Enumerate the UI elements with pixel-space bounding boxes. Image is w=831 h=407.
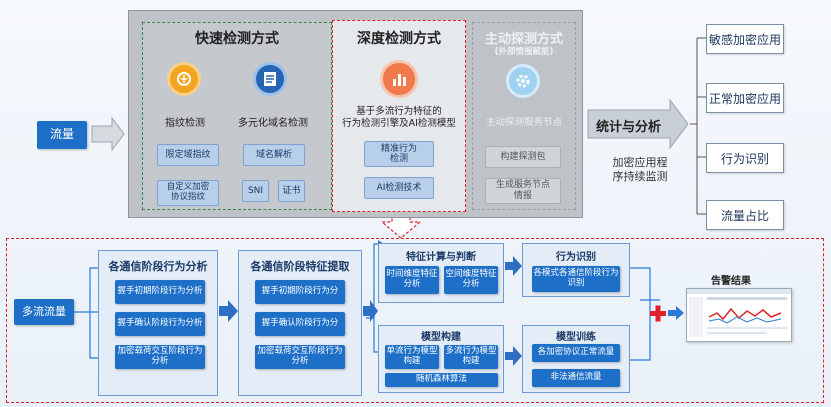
- domain-fingerprint-button: 限定域指纹: [157, 144, 219, 166]
- stage2-title: 各通信阶段特征提取: [250, 260, 350, 273]
- model-build-item: 多流行为模型构建: [444, 345, 498, 369]
- model-build-title: 模型构建: [421, 332, 461, 343]
- stage1-item: 握手初期阶段行为分析: [115, 280, 205, 304]
- fingerprint-icon: [167, 62, 201, 96]
- deep-description: 基于多流行为特征的 行为检测引擎及AI检测模型: [342, 106, 456, 130]
- multi-stream-label: 多流流量: [22, 304, 66, 318]
- probe-build-button: 构建探测包: [485, 146, 561, 168]
- alarm-result-label: 告警结果: [711, 276, 751, 287]
- fast-method-title: 快速检测方式: [195, 31, 279, 47]
- stage-arrow: [219, 300, 238, 322]
- node-intel-button: 生成服务节点 情报: [485, 178, 561, 204]
- input-traffic-box: 流量: [37, 121, 87, 149]
- domain-parse-button: 域名解析: [243, 144, 305, 166]
- result-behavior: 行为识别: [706, 143, 784, 173]
- active-caption: 主动探测服务节点: [485, 117, 562, 128]
- feature-item: 时间维度特征分析: [385, 266, 439, 294]
- ai-detect-button: AI检测技术: [364, 177, 434, 199]
- behavior-chart-icon: [380, 60, 418, 98]
- feature-item: 空间维度特征分析: [444, 266, 498, 294]
- merge-cross-icon: [650, 305, 666, 322]
- cert-button: 证书: [278, 180, 305, 202]
- stats-title: 统计与分析: [596, 120, 662, 135]
- result-traffic-share: 流量占比: [706, 200, 784, 230]
- train-item: 非法通信流量: [532, 369, 620, 387]
- stats-subtitle: 加密应用程 序持续监测: [612, 156, 668, 184]
- input-traffic-label: 流量: [49, 127, 74, 142]
- input-arrow: [91, 116, 125, 152]
- domain-caption: 多元化域名检测: [238, 118, 308, 129]
- stage2-item: 加密载荷交互阶段行为分析: [255, 345, 345, 369]
- alarm-screenshot-thumbnail: [686, 288, 792, 342]
- stage1-item: 加密载荷交互阶段行为分析: [115, 345, 205, 369]
- fingerprint-caption: 指纹检测: [165, 118, 205, 129]
- result-sensitive-app: 敏感加密应用: [706, 24, 784, 54]
- stage2-item: 握手确认阶段行为分: [255, 312, 345, 336]
- stage1-item: 握手确认阶段行为分析: [115, 312, 205, 336]
- stage2-item: 握手初期阶段行为分: [255, 280, 345, 304]
- model-build-item: 单流行为模型构建: [385, 345, 439, 369]
- active-method-panel: [472, 22, 576, 210]
- stage1-title: 各通信阶段行为分析: [108, 260, 208, 273]
- feature-title: 特征计算与判断: [406, 252, 476, 263]
- bottom-dashed-container: [6, 238, 824, 403]
- train-item: 各加密协议正常流量: [532, 344, 620, 362]
- result-bracket: [690, 37, 706, 215]
- deep-method-title: 深度检测方式: [357, 31, 441, 47]
- random-forest-label: 随机森林算法: [385, 373, 498, 387]
- fast-method-panel: [142, 22, 332, 210]
- active-method-title: 主动探测方式: [484, 32, 563, 47]
- behavior-item: 各模式各通信阶段行为识别: [532, 266, 620, 292]
- result-normal-app: 正常加密应用: [706, 83, 784, 113]
- precise-detect-button: 精准行为 检测: [364, 141, 434, 167]
- gear-icon: [506, 64, 540, 98]
- custom-fingerprint-button: 自定义加密 协议指纹: [157, 180, 219, 206]
- behavior-title: 行为识别: [556, 252, 596, 263]
- multi-stream-input: 多流流量: [14, 299, 74, 325]
- train-title: 模型训练: [556, 332, 596, 343]
- domain-detect-icon: [253, 62, 287, 96]
- active-method-subtitle: (外部情报赋能): [494, 47, 554, 57]
- sni-button: SNI: [242, 180, 269, 202]
- stats-arrow: [587, 98, 689, 150]
